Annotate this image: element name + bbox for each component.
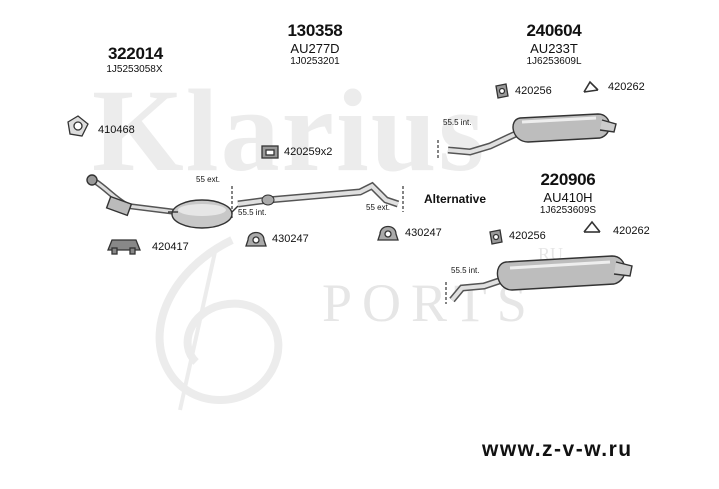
part-number-130358: 130358 [287, 21, 343, 40]
group-322014[interactable]: 322014 1J5253058X [106, 44, 163, 75]
front-pipe-catalyst-drawing [86, 174, 239, 229]
part-number-220906: 220906 [540, 170, 596, 189]
code-au233t: AU233T [530, 41, 578, 56]
group-240604[interactable]: 240604 AU233T 1J6253609L [514, 21, 594, 67]
clamp-430247-a-drawing [245, 231, 267, 247]
bracket-420417-drawing [107, 239, 141, 255]
part-410468[interactable]: 410468 [98, 124, 135, 136]
mount-420262-b-drawing [583, 220, 601, 233]
clamp-430247-b-drawing [377, 225, 399, 241]
dimension-55-5-int-silencer: 55.5 int. [443, 118, 472, 127]
dimension-55-ext-front: 55 ext. [196, 175, 221, 184]
group-130358[interactable]: 130358 AU277D 1J0253201 [280, 21, 350, 67]
alternative-silencer-drawing [445, 255, 633, 304]
group-220906[interactable]: 220906 AU410H 1J6253609S [530, 170, 606, 216]
middle-pipe-drawing [231, 181, 404, 218]
oem-number-130358: 1J0253201 [290, 56, 340, 67]
website-url[interactable]: www.z-v-w.ru [482, 438, 633, 461]
code-au410h: AU410H [543, 190, 593, 205]
mount-420256-b-drawing [489, 229, 503, 245]
part-420259[interactable]: 420259x2 [284, 146, 333, 158]
oem-number-220906: 1J6253609S [539, 205, 597, 216]
part-420262-b[interactable]: 420262 [613, 225, 650, 237]
mount-420262-a-drawing [583, 80, 599, 93]
oem-number-322014: 1J5253058X [106, 64, 163, 75]
part-420417[interactable]: 420417 [152, 241, 189, 253]
part-430247-a[interactable]: 430247 [272, 233, 309, 245]
part-420256-b[interactable]: 420256 [509, 230, 546, 242]
watermark-brand: Klarius [92, 65, 487, 196]
dimension-55-5-int-alternative: 55.5 int. [451, 266, 480, 275]
part-420256-a[interactable]: 420256 [515, 85, 552, 97]
clamp-420259-drawing [261, 145, 279, 159]
dimension-55-5-int-middle: 55.5 int. [238, 208, 267, 217]
code-au277d: AU277D [290, 41, 340, 56]
alternative-label: Alternative [424, 192, 487, 206]
part-number-240604: 240604 [526, 21, 582, 40]
gasket-410468-drawing [67, 115, 89, 137]
mount-420256-a-drawing [495, 83, 509, 99]
part-420262-a[interactable]: 420262 [608, 81, 645, 93]
oem-number-240604: 1J6253609L [526, 56, 582, 67]
dimension-55-ext-rear: 55 ext. [366, 203, 391, 212]
part-number-322014: 322014 [108, 44, 163, 63]
rear-silencer-drawing [437, 113, 617, 160]
part-430247-b[interactable]: 430247 [405, 227, 442, 239]
